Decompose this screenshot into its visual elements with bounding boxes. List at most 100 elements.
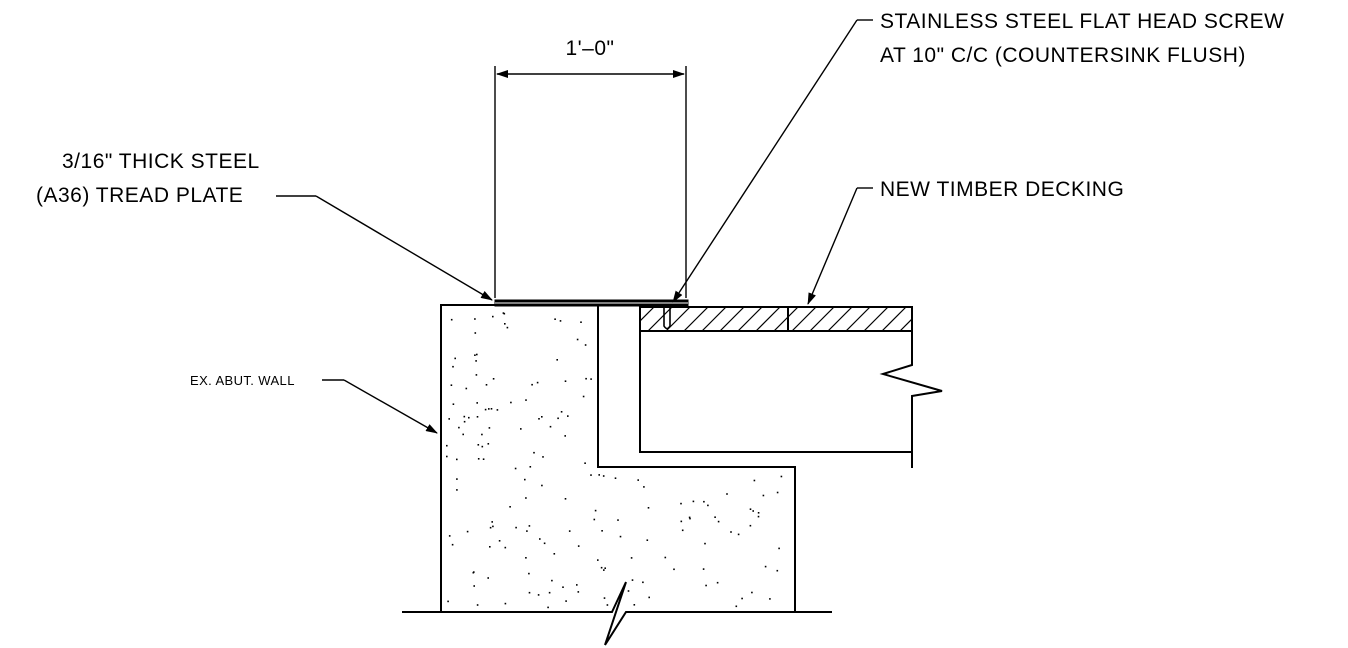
stipple-dot bbox=[778, 547, 780, 550]
stipple-dot bbox=[490, 408, 493, 410]
hatch-line bbox=[773, 307, 799, 331]
stipple-dot bbox=[474, 332, 477, 334]
stipple-dot bbox=[630, 557, 633, 559]
hatch-line bbox=[809, 307, 835, 331]
stipple-dot bbox=[446, 455, 448, 458]
stipple-dot bbox=[448, 535, 451, 537]
stipple-dot bbox=[704, 542, 706, 545]
stipple-dot bbox=[565, 600, 567, 602]
abutment-wall-outline bbox=[440, 304, 796, 612]
stipple-dot bbox=[476, 416, 479, 418]
stipple-dot bbox=[528, 591, 531, 594]
stipple-dot bbox=[452, 403, 455, 405]
stipple-dot bbox=[488, 427, 491, 429]
stipple-dot bbox=[489, 526, 492, 529]
stipple-dot bbox=[600, 566, 603, 569]
stipple-dot bbox=[556, 359, 558, 361]
hatch-line bbox=[827, 307, 853, 331]
stipple-dot bbox=[547, 606, 549, 609]
stipple-dot bbox=[456, 478, 458, 480]
dimension-label: 1'–0" bbox=[565, 37, 614, 60]
stipple-dot bbox=[503, 312, 506, 315]
stipple-dot bbox=[757, 512, 760, 514]
stipple-dot bbox=[492, 378, 495, 380]
stipple-dot bbox=[533, 451, 535, 454]
stipple-dot bbox=[554, 318, 556, 320]
stipple-dot bbox=[707, 504, 709, 507]
timber-decking bbox=[639, 306, 943, 468]
stipple-dot bbox=[577, 591, 580, 593]
stipple-dot bbox=[730, 531, 732, 533]
stipple-dot bbox=[646, 539, 649, 541]
stipple-dot bbox=[673, 568, 675, 571]
stipple-dot bbox=[603, 569, 605, 571]
stipple-dot bbox=[680, 520, 683, 523]
stipple-dot bbox=[647, 507, 650, 509]
stipple-dot bbox=[474, 318, 476, 320]
abutment-leader bbox=[343, 379, 438, 434]
stipple-dot bbox=[525, 399, 527, 401]
hatch-line bbox=[791, 307, 817, 331]
stipple-dot bbox=[528, 525, 531, 527]
stipple-dot bbox=[488, 408, 490, 410]
decking-leader bbox=[807, 187, 858, 305]
stipple-dot bbox=[757, 515, 760, 518]
stipple-dot bbox=[594, 509, 597, 512]
dimension-group: 1'–0" bbox=[494, 37, 687, 298]
stipple-dot bbox=[492, 315, 494, 318]
tread-plate-label-line2: (A36) TREAD PLATE bbox=[36, 184, 243, 207]
hatch-line bbox=[647, 307, 673, 331]
stipple-dot bbox=[631, 579, 634, 581]
stipple-dot bbox=[454, 357, 456, 360]
hatch-line bbox=[737, 307, 763, 331]
stipple-dot bbox=[520, 428, 522, 430]
screw-label-line1: STAINLESS STEEL FLAT HEAD SCREW bbox=[880, 10, 1284, 33]
stipple-dot bbox=[564, 380, 567, 382]
stipple-dot bbox=[542, 456, 544, 458]
stipple-dot bbox=[557, 417, 559, 420]
stipple-dot bbox=[484, 408, 487, 411]
stipple-dot bbox=[504, 602, 507, 605]
stipple-dot bbox=[780, 475, 783, 478]
stipple-dot bbox=[762, 494, 765, 497]
stipple-dot bbox=[447, 600, 449, 603]
stipple-dot bbox=[567, 415, 569, 417]
stipple-dot bbox=[492, 525, 494, 528]
stipple-dot bbox=[481, 433, 483, 436]
stipple-dot bbox=[584, 344, 587, 346]
stipple-dot bbox=[514, 467, 517, 470]
stipple-dot bbox=[446, 444, 448, 447]
hatch-line bbox=[719, 307, 745, 331]
stipple-dot bbox=[477, 458, 480, 460]
stipple-dot bbox=[538, 418, 540, 420]
stipple-dot bbox=[502, 312, 505, 314]
screw-label-line2: AT 10" C/C (COUNTERSINK FLUSH) bbox=[880, 44, 1246, 67]
stipple-dot bbox=[472, 571, 475, 574]
stipple-dot bbox=[705, 584, 707, 587]
stipple-dot bbox=[633, 604, 636, 606]
stipple-dot bbox=[524, 478, 526, 481]
stipple-dot bbox=[751, 591, 753, 594]
stipple-dot bbox=[643, 486, 645, 488]
hatch-line bbox=[845, 307, 871, 331]
stipple-dot bbox=[549, 425, 552, 428]
stipple-dot bbox=[564, 498, 567, 500]
stipple-dot bbox=[456, 458, 458, 461]
stipple-dot bbox=[702, 568, 705, 570]
stipple-dot bbox=[487, 577, 489, 579]
stipple-dot bbox=[601, 530, 603, 532]
stipple-dot bbox=[539, 538, 541, 540]
stipple-dot bbox=[735, 605, 738, 608]
stipple-dot bbox=[466, 530, 469, 533]
stipple-dot bbox=[510, 401, 512, 404]
stipple-dot bbox=[749, 508, 752, 510]
stipple-dot bbox=[717, 520, 720, 523]
deck-break-line bbox=[879, 307, 943, 468]
stipple-dot bbox=[476, 353, 478, 356]
stipple-dot bbox=[716, 581, 719, 584]
stipple-dot bbox=[475, 374, 478, 376]
stipple-dot bbox=[726, 493, 728, 495]
stipple-dot bbox=[477, 444, 480, 446]
stipple-dot bbox=[451, 543, 454, 546]
tread-plate-leader bbox=[315, 195, 493, 301]
